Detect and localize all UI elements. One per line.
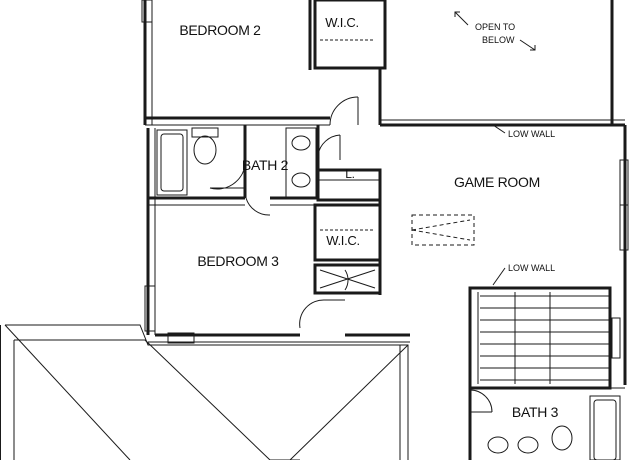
note-open-to: OPEN TO — [475, 22, 515, 32]
note-low-wall-lower: LOW WALL — [508, 263, 555, 273]
doors — [209, 96, 493, 413]
walls — [141, 0, 629, 460]
low-wall-pointers — [492, 124, 506, 286]
roof-outline — [0, 324, 409, 460]
label-linen: L. — [345, 167, 354, 181]
notes: OPEN TO BELOW LOW WALL LOW WALL — [475, 22, 555, 273]
label-bedroom-2: BEDROOM 2 — [179, 22, 261, 38]
open-to-below-arrows — [454, 11, 536, 51]
label-wic-top: W.I.C. — [325, 15, 359, 30]
stairs — [480, 292, 610, 384]
attic-hatch — [411, 214, 475, 246]
room-labels: BEDROOM 2 W.I.C. BATH 2 L. W.I.C. BEDROO… — [179, 15, 559, 420]
label-bath-3: BATH 3 — [512, 404, 559, 420]
note-low-wall-upper: LOW WALL — [508, 129, 555, 139]
label-game-room: GAME ROOM — [454, 174, 540, 190]
label-bedroom-3: BEDROOM 3 — [197, 253, 279, 269]
label-bath-2: BATH 2 — [242, 157, 289, 173]
label-wic-mid: W.I.C. — [326, 233, 360, 248]
note-below: BELOW — [482, 35, 515, 45]
